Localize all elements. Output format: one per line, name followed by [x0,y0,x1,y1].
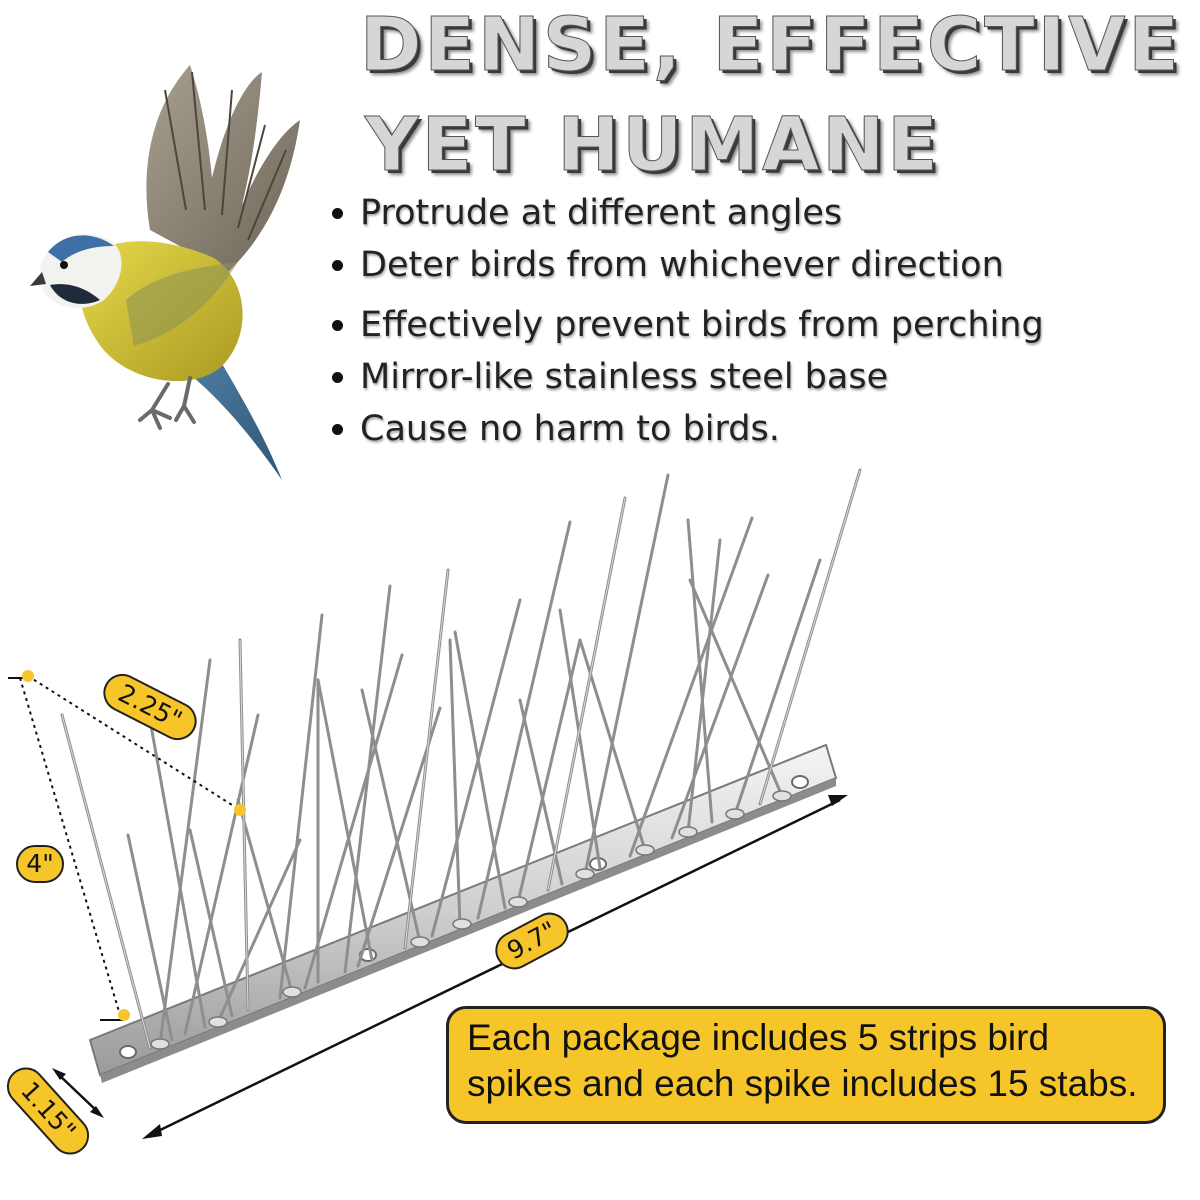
spike-height-label: 4" [16,845,64,883]
arrowhead-icon [142,1124,162,1139]
arrowhead-icon [52,1068,66,1080]
headline-line-2: YET HUMANE [365,102,941,188]
feature-text: Cause no harm to birds. [360,409,780,449]
feature-item: Deter birds from whichever direction [328,242,1044,294]
package-note-line-2: spikes and each spike includes 15 stabs. [467,1063,1138,1104]
headline-line-1: DENSE, EFFECTIVE [360,2,1182,88]
height-dimension-line [19,677,121,1016]
bird-spike-strip-illustration [60,468,862,1083]
dimension-lines [8,670,848,1139]
feature-item: Protrude at different angles [328,190,1044,242]
bullet-dot-icon [332,320,343,331]
package-note-line-1: Each package includes 5 strips bird [467,1017,1050,1058]
feature-text: Effectively prevent birds from perching [360,305,1044,345]
marker-dot-icon [22,670,34,682]
bird-icon [30,65,300,480]
package-contents-callout: Each package includes 5 strips bird spik… [446,1006,1166,1124]
arrowhead-icon [828,795,848,806]
bullet-dot-icon [332,424,343,435]
bullet-dot-icon [332,260,343,271]
feature-item: Effectively prevent birds from perching [328,302,1044,354]
feature-list: Protrude at different angles Deter birds… [328,190,1044,458]
marker-dot-icon [118,1009,130,1021]
arrowhead-icon [90,1106,104,1118]
feature-text: Protrude at different angles [360,193,843,233]
feature-item: Mirror-like stainless steel base [328,354,1044,406]
length-dimension-arrow [151,798,841,1136]
bullet-dot-icon [332,372,343,383]
feature-item: Cause no harm to birds. [328,406,1044,458]
feature-text: Deter birds from whichever direction [360,245,1004,285]
marker-dot-icon [234,804,246,816]
bullet-dot-icon [332,208,343,219]
width-dimension-arrow [57,1073,99,1113]
feature-text: Mirror-like stainless steel base [360,357,889,397]
